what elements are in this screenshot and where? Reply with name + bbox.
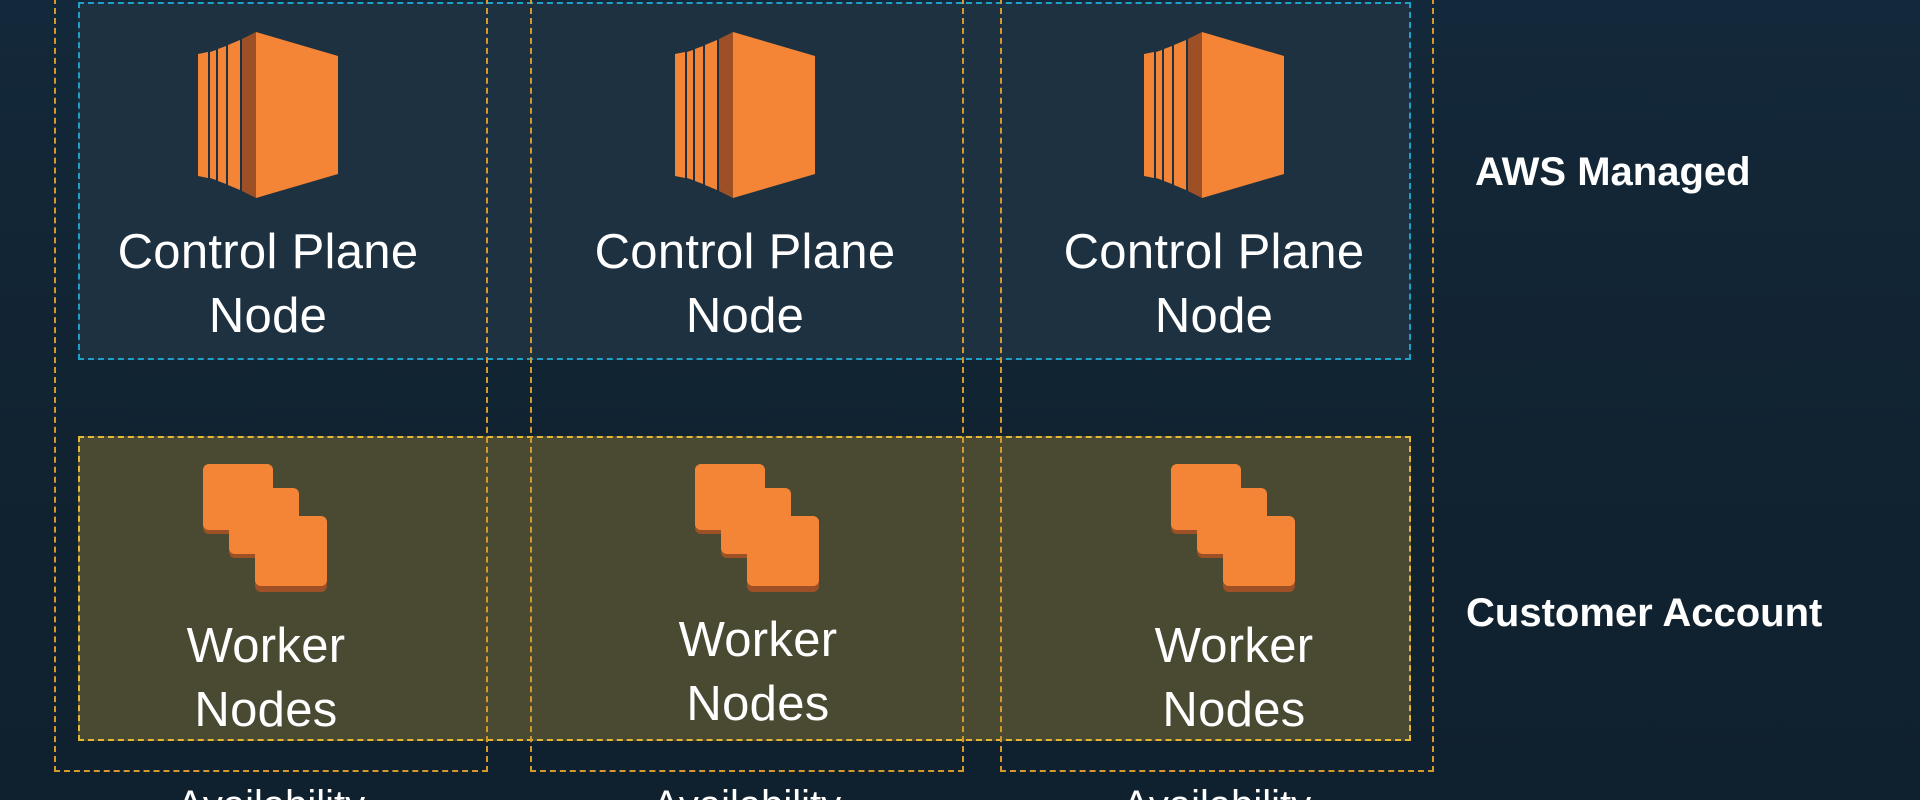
ec2-instance-icon (1144, 32, 1284, 198)
customer-account-label: Customer Account (1466, 591, 1823, 635)
node-label-line1: Worker (186, 619, 346, 673)
ec2-instance-icon (675, 32, 815, 198)
node-label-line1: Control Plane (1063, 225, 1365, 279)
node-label-line1: Control Plane (594, 225, 896, 279)
worker-nodes-1: Worker Nodes (66, 464, 466, 742)
availability-zone-1 (54, 0, 488, 772)
node-label-line2: Nodes (1162, 683, 1306, 737)
node-label-line1: Worker (678, 613, 838, 667)
worker-nodes-3: Worker Nodes (1034, 464, 1434, 742)
aws-managed-label: AWS Managed (1475, 150, 1751, 194)
ec2-instances-icon (203, 464, 327, 592)
node-label-line2: Nodes (686, 677, 830, 731)
availability-zone-label-3: Availability (1000, 785, 1434, 800)
node-label-line2: Node (685, 289, 805, 343)
availability-zone-2 (530, 0, 964, 772)
node-label-line1: Control Plane (117, 225, 419, 279)
node-label-line2: Nodes (194, 683, 338, 737)
ec2-instance-icon (198, 32, 338, 198)
node-label-line2: Node (208, 289, 328, 343)
node-label-line1: Worker (1154, 619, 1314, 673)
ec2-instances-icon (1171, 464, 1295, 592)
node-label-line2: Node (1154, 289, 1274, 343)
worker-nodes-2: Worker Nodes (558, 464, 958, 736)
control-plane-node-3: Control Plane Node (1014, 32, 1414, 348)
availability-zone-label-2: Availability (530, 785, 964, 800)
control-plane-node-2: Control Plane Node (545, 32, 945, 348)
availability-zone-label-1: Availability (54, 785, 488, 800)
ec2-instances-icon (695, 464, 819, 592)
availability-zone-3 (1000, 0, 1434, 772)
control-plane-node-1: Control Plane Node (68, 32, 468, 348)
